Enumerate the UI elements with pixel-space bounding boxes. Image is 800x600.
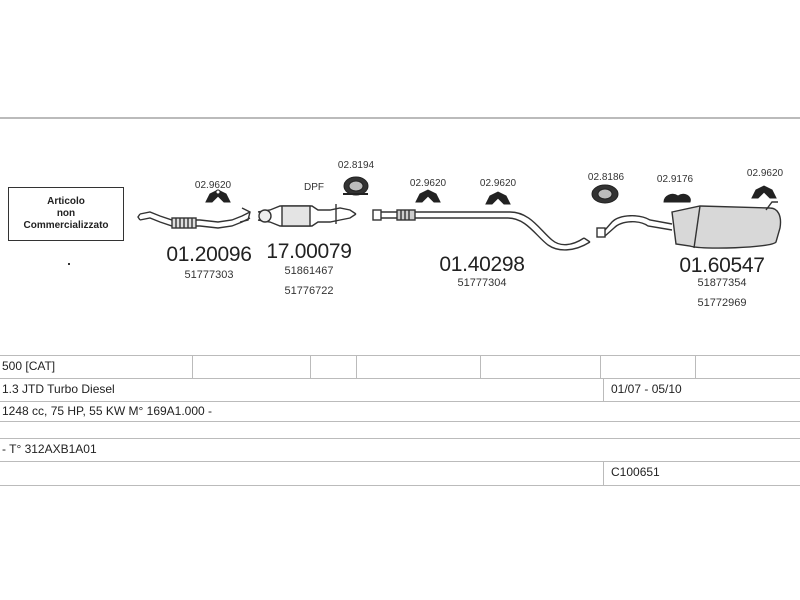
dot-marker: [68, 263, 70, 265]
clamp-code: 02.8186: [587, 172, 625, 183]
middle-pipe-drawing: [372, 209, 591, 251]
not-commercialized-line3: Commercializzato: [23, 220, 109, 231]
hanger-icon-2: [343, 176, 369, 196]
exhaust-diagram: [137, 176, 782, 251]
part-code-front-pipe: 01.20096: [166, 243, 252, 266]
vehicle-specs: 1248 cc, 75 HP, 55 KW M° 169A1.000 -: [2, 404, 213, 418]
not-commercialized-box: Articolo non Commercializzato: [8, 187, 124, 241]
clamp-code: 02.9620: [746, 168, 784, 179]
rear-silencer-drawing: [596, 201, 782, 249]
clamp-code: 02.9620: [479, 178, 517, 189]
not-commercialized-line1: Articolo: [47, 196, 85, 207]
clamp-code: 02.9620: [409, 178, 447, 189]
vehicle-engine: 1.3 JTD Turbo Diesel: [2, 382, 115, 396]
part-ref-middle-pipe: 51777304: [457, 277, 507, 289]
hanger-icon-5: [591, 184, 619, 204]
clamp-icon-1: [205, 189, 231, 203]
clamp-icon-4: [485, 191, 511, 205]
clamp-icon-6: [663, 193, 691, 203]
part-ref-front-pipe: 51777303: [184, 269, 234, 281]
front-pipe-drawing: [137, 207, 251, 229]
vehicle-years: 01/07 - 05/10: [611, 382, 682, 396]
clamp-icon-7: [751, 185, 777, 199]
part-ref-rear-silencer-1: 51877354: [697, 277, 747, 289]
part-code-middle-pipe: 01.40298: [439, 253, 525, 276]
dpf-drawing: [257, 204, 357, 227]
not-commercialized-line2: non: [56, 208, 76, 219]
clamp-code: 02.8194: [337, 160, 375, 171]
part-ref-rear-silencer-2: 51772969: [697, 297, 747, 309]
part-ref-dpf-1: 51861467: [284, 265, 334, 277]
clamp-code: 02.9176: [656, 174, 694, 185]
catalog-code: C100651: [611, 465, 660, 479]
vehicle-model: 500 [CAT]: [2, 359, 56, 373]
part-code-dpf: 17.00079: [266, 240, 352, 263]
clamp-icon-3: [415, 189, 441, 203]
dpf-label: DPF: [304, 182, 324, 193]
clamp-code: 02.9620: [194, 180, 232, 191]
part-ref-dpf-2: 51776722: [284, 285, 334, 297]
part-code-rear-silencer: 01.60547: [679, 254, 765, 277]
diagram-top-border: [0, 117, 800, 119]
vehicle-type-code: - T° 312AXB1A01: [2, 442, 97, 456]
